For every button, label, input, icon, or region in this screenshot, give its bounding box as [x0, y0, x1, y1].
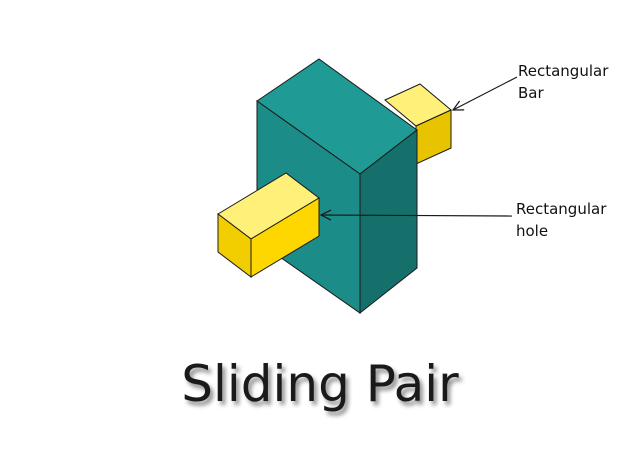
rectangular-hole-label: Rectangular hole [516, 198, 606, 242]
rectangular-bar-label: Rectangular Bar [518, 60, 608, 104]
block-right-face [359, 128, 418, 315]
hole-label-line2: hole [516, 222, 549, 240]
hole-label-line1: Rectangular [516, 200, 607, 218]
hole-leader-arrow [321, 215, 513, 216]
bar-label-line1: Rectangular [518, 62, 609, 80]
bar-front-end-face [217, 212, 252, 279]
rectangular-bar-front-end [217, 172, 320, 279]
diagram-title: Sliding Pair [181, 355, 459, 413]
bar-leader-arrow [453, 76, 518, 110]
bar-label-line2: Bar [518, 84, 544, 102]
